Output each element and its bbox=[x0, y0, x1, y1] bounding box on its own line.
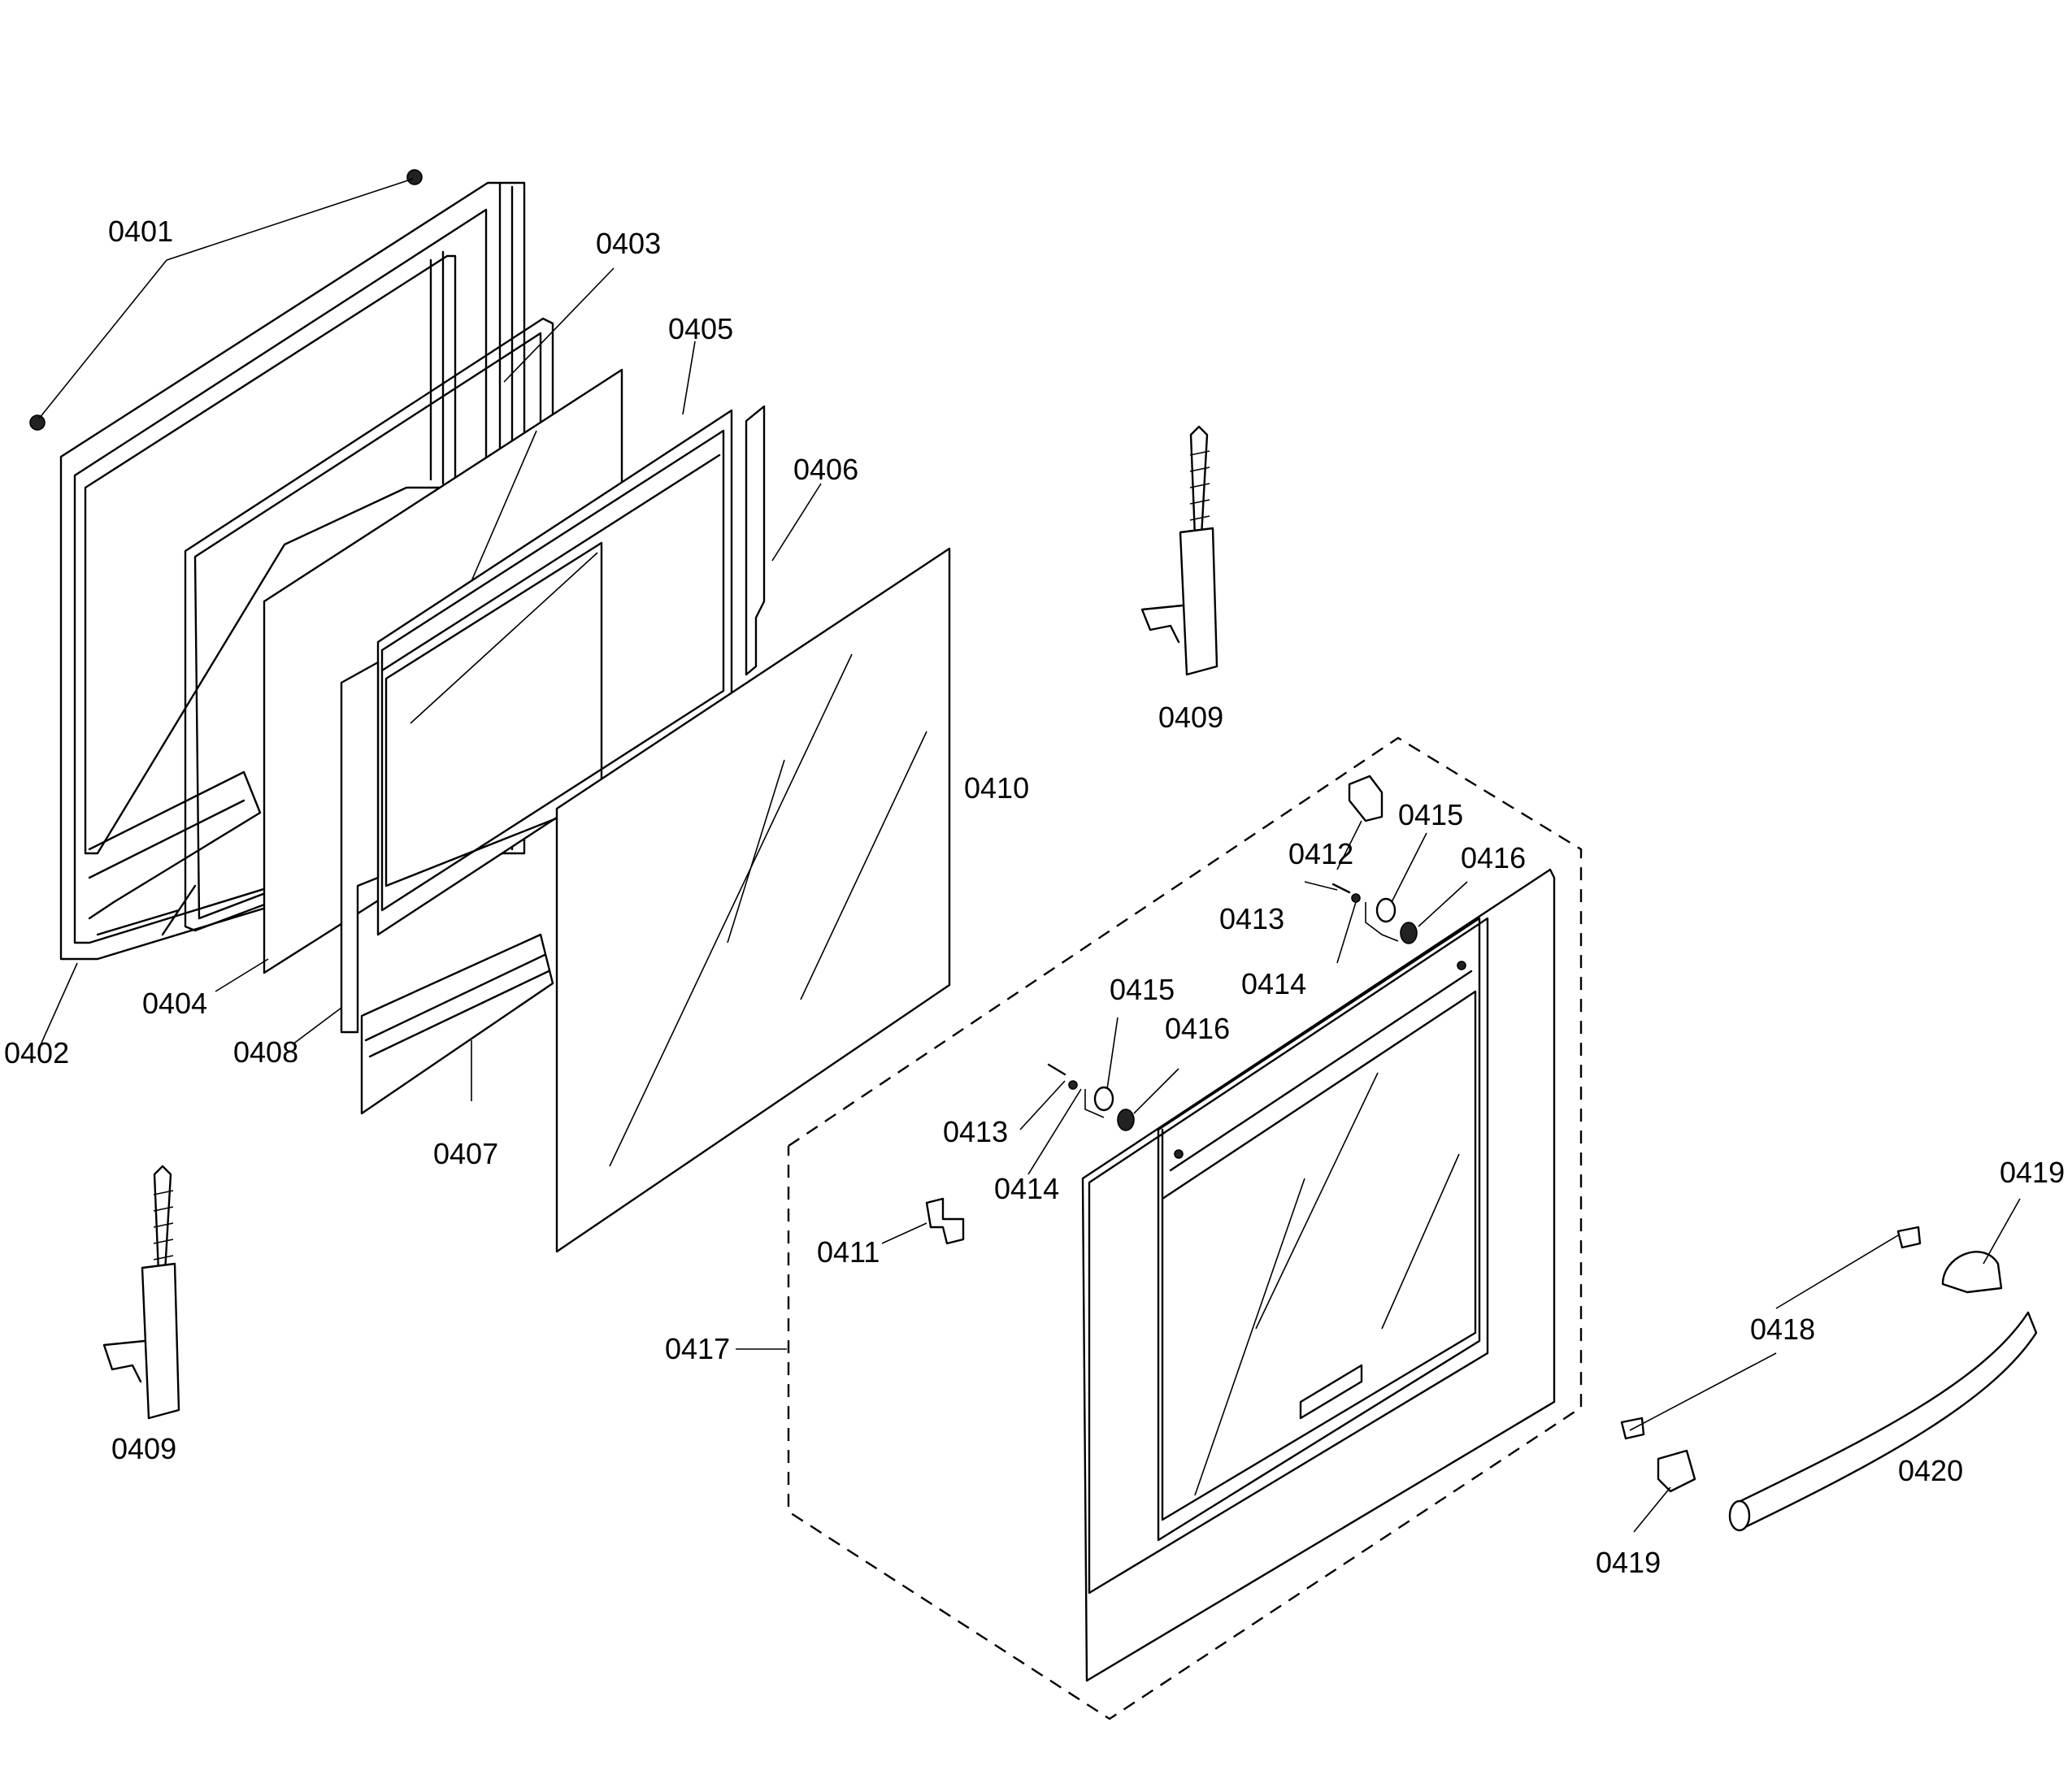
label-0401: 0401 bbox=[108, 215, 173, 248]
label-0416-upper: 0416 bbox=[1461, 841, 1526, 874]
handle-end-cap bbox=[1657, 1251, 2003, 1493]
label-0416-lower: 0416 bbox=[1165, 1012, 1230, 1045]
label-0419-lower: 0419 bbox=[1596, 1546, 1661, 1579]
label-0412: 0412 bbox=[1288, 837, 1353, 870]
screw-icon bbox=[29, 169, 423, 431]
label-0414-upper: 0414 bbox=[1241, 967, 1306, 1000]
label-0405: 0405 bbox=[668, 312, 733, 345]
label-0404: 0404 bbox=[142, 987, 207, 1020]
lower-hinge bbox=[102, 1165, 180, 1420]
upper-hinge-bracket bbox=[1348, 775, 1384, 822]
label-0413-lower: 0413 bbox=[943, 1115, 1008, 1148]
door-assembly-outline bbox=[787, 736, 1583, 1720]
label-0415-upper: 0415 bbox=[1398, 798, 1463, 831]
lower-hinge-bracket bbox=[925, 1197, 965, 1245]
lower-glass-frame bbox=[360, 933, 554, 1115]
label-0413-upper: 0413 bbox=[1219, 902, 1284, 935]
label-0414-lower: 0414 bbox=[994, 1172, 1059, 1205]
side-strip bbox=[340, 661, 380, 1034]
label-0410: 0410 bbox=[964, 771, 1029, 805]
label-0411: 0411 bbox=[817, 1235, 880, 1269]
label-0403: 0403 bbox=[596, 227, 661, 260]
label-0409-upper: 0409 bbox=[1158, 701, 1223, 734]
label-0417: 0417 bbox=[665, 1332, 730, 1365]
label-0418: 0418 bbox=[1750, 1313, 1815, 1346]
washer-icon bbox=[1047, 883, 1418, 1131]
leader-lines bbox=[38, 178, 2021, 1533]
label-0419-upper: 0419 bbox=[2000, 1156, 2065, 1189]
label-0420: 0420 bbox=[1898, 1454, 1963, 1487]
label-0408: 0408 bbox=[233, 1035, 298, 1069]
label-0406: 0406 bbox=[793, 453, 858, 486]
label-0407: 0407 bbox=[433, 1137, 498, 1170]
door-handle-bar bbox=[1728, 1311, 2038, 1532]
label-0409-lower: 0409 bbox=[111, 1432, 176, 1465]
outer-door-panel bbox=[1081, 868, 1556, 1682]
outer-glass-pane bbox=[555, 547, 951, 1253]
side-bracket bbox=[745, 405, 766, 676]
label-0402: 0402 bbox=[4, 1036, 69, 1070]
label-0415-lower: 0415 bbox=[1110, 973, 1175, 1006]
upper-hinge bbox=[1140, 425, 1218, 676]
